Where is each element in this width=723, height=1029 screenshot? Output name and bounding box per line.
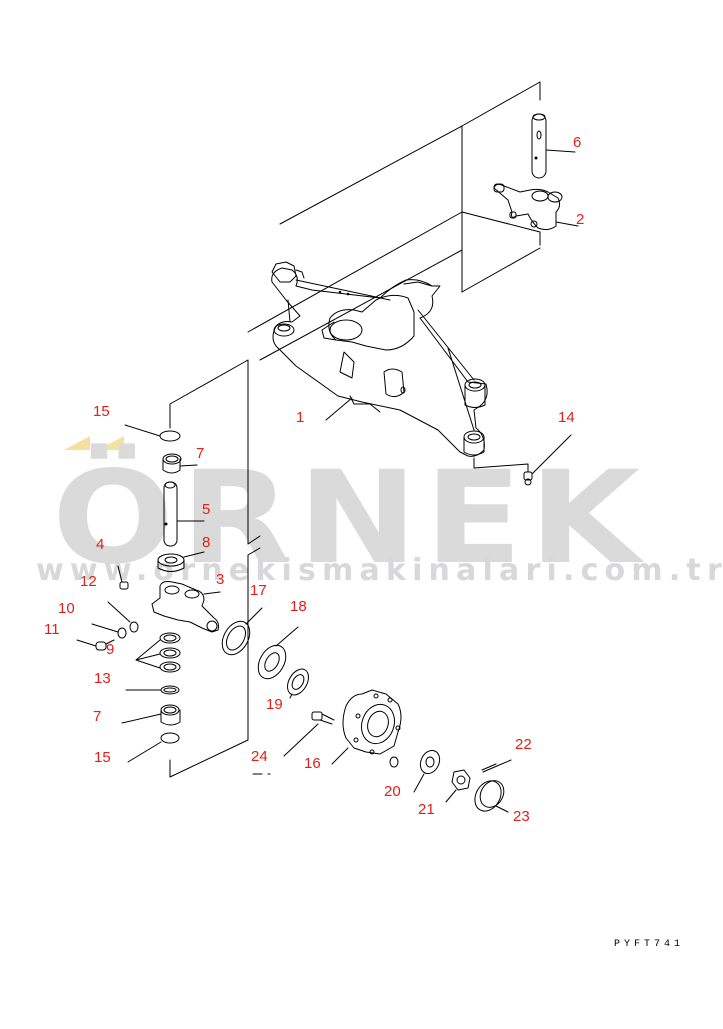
part-13-seal: [125, 685, 180, 695]
part-6-king-pin: [531, 113, 576, 179]
callout-19: 19: [266, 696, 283, 713]
part-11-bolt: [76, 639, 115, 651]
part-7-bushing-lower: [121, 704, 181, 726]
callout-16: 16: [304, 755, 321, 772]
callout-15-top: 15: [93, 403, 110, 420]
part-23-hub-cap: [474, 780, 509, 813]
part-16-wheel-hub: [331, 689, 402, 765]
part-15-plug-top: [124, 424, 181, 442]
part-14-grease-fitting: [523, 434, 572, 486]
part-1-front-axle: [271, 261, 529, 473]
part-18-bearing: [257, 626, 299, 680]
callout-18: 18: [290, 598, 307, 615]
callout-20: 20: [384, 783, 401, 800]
part-12-nut: [107, 601, 139, 633]
callout-10: 10: [58, 600, 75, 617]
part-20-washer: [389, 749, 441, 793]
callout-6: 6: [573, 134, 582, 151]
callout-8: 8: [202, 534, 211, 551]
callout-5: 5: [202, 501, 211, 518]
callout-21: 21: [418, 801, 435, 818]
callout-11: 11: [44, 621, 60, 638]
part-10-nut: [91, 623, 127, 639]
part-15-plug-lower: [127, 732, 180, 763]
part-24-hub-bolt: [252, 711, 335, 775]
callout-23: 23: [513, 808, 530, 825]
part-3-steering-knuckle: [151, 581, 221, 633]
part-2-steering-knuckle: [493, 183, 579, 231]
watermark-brand: ÖRNEK: [52, 444, 647, 593]
callout-1: 1: [296, 409, 305, 426]
callout-15-lower: 15: [94, 749, 111, 766]
callout-13: 13: [94, 670, 111, 687]
callout-12: 12: [80, 573, 97, 590]
callout-22: 22: [515, 736, 532, 753]
callout-24: 24: [251, 748, 268, 765]
callout-3: 3: [216, 571, 225, 588]
shim-washers: [135, 632, 181, 673]
part-21-castle-nut: [445, 769, 471, 803]
axle-beam-lines: [247, 125, 463, 361]
callout-7-lower: 7: [93, 708, 102, 725]
part-19-bearing: [287, 668, 309, 699]
callout-2: 2: [576, 211, 585, 228]
watermark-url: www.ornekismakinalari.com.tr: [36, 553, 723, 588]
callout-17: 17: [250, 582, 267, 599]
callout-9: 9: [106, 641, 115, 658]
part-8-thrust-washer: [157, 551, 205, 572]
callout-4: 4: [96, 536, 105, 553]
callout-7-top: 7: [196, 445, 205, 462]
callout-14: 14: [558, 409, 575, 426]
part-17-oil-seal: [221, 607, 263, 656]
part-22-cotter-pin: [481, 759, 512, 773]
part-7-bushing-top: [162, 453, 198, 474]
part-5-king-pin: [163, 481, 205, 547]
part-4-grease-nipple: [117, 565, 129, 590]
upper-bracket-frame: [461, 81, 541, 293]
drawing-code: PYFT741: [614, 939, 685, 950]
